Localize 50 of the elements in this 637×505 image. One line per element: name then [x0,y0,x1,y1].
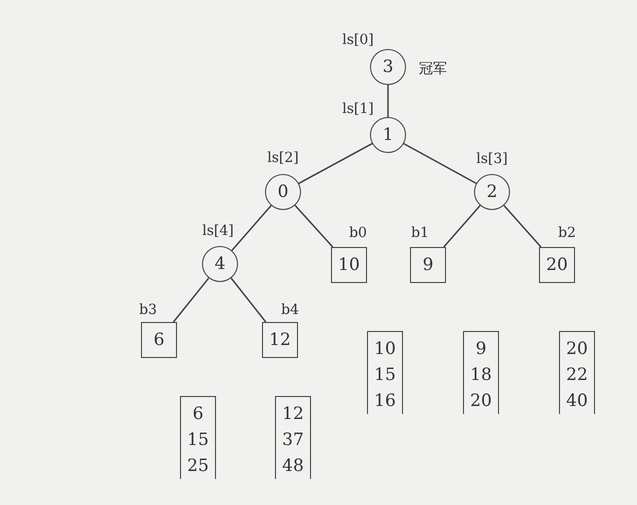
node-label: ls[4] [202,223,234,239]
tree-edge [403,143,477,184]
tree-edge [294,204,334,248]
tree-node-circle: 4 [202,246,238,282]
node-label: ls[1] [342,101,374,117]
list-value: 10 [374,338,396,360]
list-value: 15 [187,428,209,452]
node-label: ls[2] [267,150,299,166]
list-value: 20 [566,338,588,360]
tree-node-circle: 0 [265,174,301,210]
run-list [463,330,499,414]
tree-edge [231,205,272,251]
node-label: b2 [558,225,576,241]
tree-edge [298,142,373,184]
leaf-box: 10 [331,247,367,283]
list-value: 9 [476,338,486,360]
list-value: 12 [282,402,304,426]
node-label: ls[3] [476,151,508,167]
list-value: 37 [282,428,304,452]
tree-node-circle: 1 [370,117,406,153]
leaf-box: 12 [262,322,298,358]
tree-edge [503,204,542,248]
list-value: 15 [374,364,396,386]
list-value: 22 [566,364,588,386]
list-value: 18 [470,364,492,386]
tree-node-circle: 2 [474,174,510,210]
node-label: b4 [281,302,299,318]
node-label: 冠军 [419,61,447,77]
node-label: ls[0] [342,32,374,48]
list-value: 40 [566,390,588,412]
node-label: b0 [349,225,367,241]
tree-node-circle: 3 [370,49,406,85]
list-value: 16 [374,390,396,412]
list-value: 20 [470,390,492,412]
tree-edge [443,205,481,248]
tree-edge [172,278,210,322]
list-value: 25 [187,454,209,478]
leaf-box: 6 [141,322,177,358]
node-label: b3 [139,302,157,318]
tree-edge [387,85,389,117]
tree-edge [230,278,266,322]
list-value: 48 [282,454,304,478]
node-label: b1 [411,225,429,241]
run-list [367,330,403,414]
list-value: 6 [192,402,204,426]
run-list [275,396,311,478]
run-list [559,330,595,414]
leaf-box: 9 [410,247,446,283]
run-list [180,396,216,478]
leaf-box: 20 [539,247,575,283]
